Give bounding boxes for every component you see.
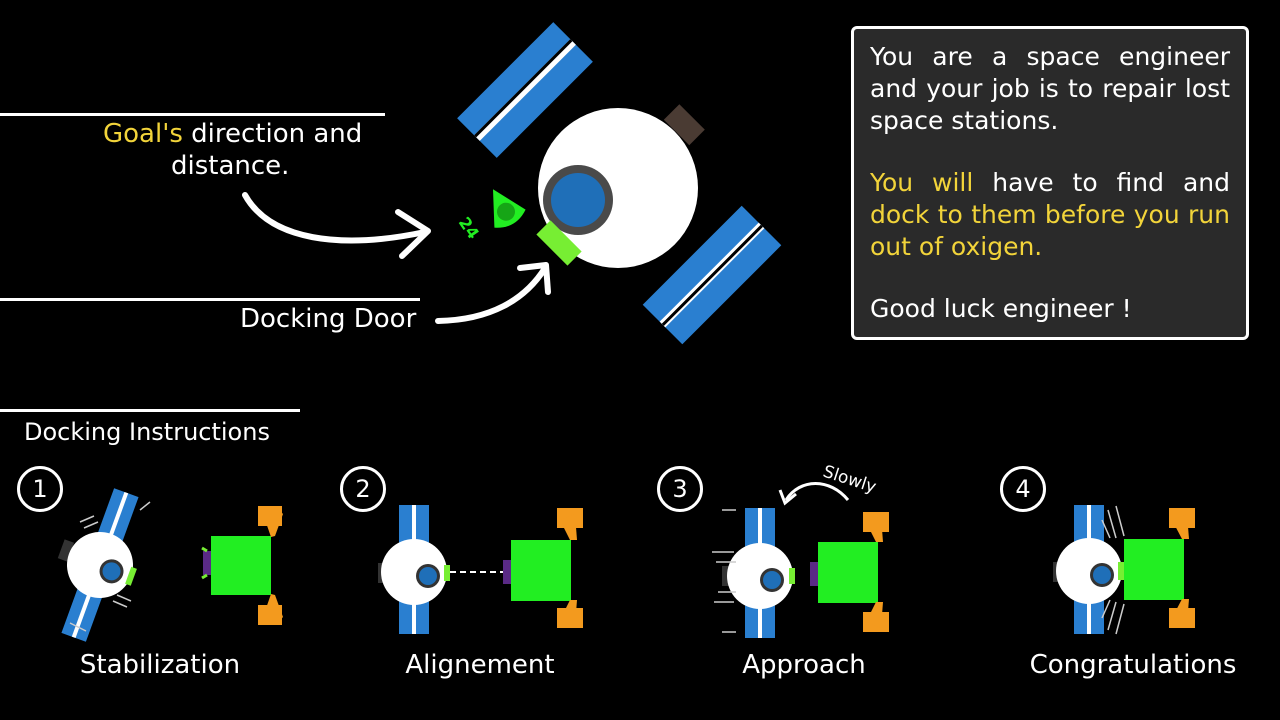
step-1-label: Stabilization xyxy=(79,650,241,680)
info-panel: You are a space engineer and your job is… xyxy=(851,26,1249,340)
info-farewell: Good luck engineer ! xyxy=(870,294,1132,323)
goal-distance-label: distance. xyxy=(171,150,289,182)
station-handle-icon xyxy=(663,104,705,146)
divider-line-top xyxy=(0,113,385,116)
step-3-label: Approach xyxy=(742,650,866,680)
solar-panel-lower-icon xyxy=(642,205,782,345)
docking-door-icon xyxy=(536,220,582,266)
step-3-illustration: Slowly xyxy=(712,462,889,638)
divider-line-middle xyxy=(0,298,420,301)
goal-distance-text: distance. xyxy=(171,151,290,181)
solar-panel-upper-icon xyxy=(457,22,593,158)
step-1-number: 1 xyxy=(17,466,63,512)
info-intro: You are a space engineer and your job is… xyxy=(870,42,1230,135)
goal-distance-value: 24 xyxy=(455,213,483,242)
step-2-number: 2 xyxy=(340,466,386,512)
step-4-label: Congratulations xyxy=(1029,650,1237,680)
info-task: You will have to find and dock to them b… xyxy=(870,167,1230,263)
step-2-illustration xyxy=(378,505,583,634)
info-task-highlight-2: dock to them before you run out of oxige… xyxy=(870,200,1230,261)
arrow-to-goal-head-icon xyxy=(395,209,431,259)
step-2-label: Alignement xyxy=(405,650,555,680)
slowly-hint: Slowly xyxy=(820,462,878,498)
info-task-highlight-1: You will xyxy=(870,168,974,197)
step-1-illustration xyxy=(57,488,283,642)
instructions-heading: Docking Instructions xyxy=(24,418,270,446)
arrow-to-door-icon xyxy=(435,265,548,324)
docking-door-label: Docking Door xyxy=(240,304,417,334)
goal-indicator-icon xyxy=(493,189,526,228)
step-4-illustration xyxy=(1053,505,1195,635)
slowly-arrow-icon xyxy=(784,482,850,501)
goal-word: Goal's xyxy=(103,119,183,149)
goal-direction-text: direction and xyxy=(182,119,363,149)
info-task-plain: have to find and xyxy=(973,168,1230,197)
arrow-to-door-head-icon xyxy=(517,262,551,295)
arrow-to-goal-icon xyxy=(242,192,428,244)
goal-direction-label: Goal's direction and xyxy=(103,118,362,150)
step-4-number: 4 xyxy=(1000,466,1046,512)
divider-line-instructions xyxy=(0,409,300,412)
step-3-number: 3 xyxy=(657,466,703,512)
